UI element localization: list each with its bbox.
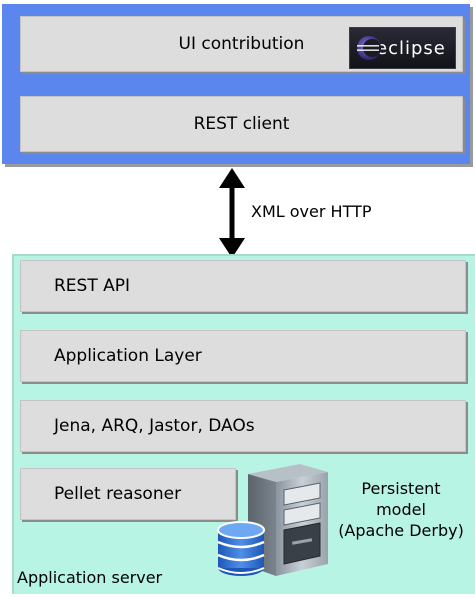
persistent-model-line2: model [376,500,426,519]
ui-contribution-label: UI contribution [178,33,305,54]
rest-client-layer: REST client [20,96,463,152]
persistent-model-line3: (Apache Derby) [338,521,464,540]
persistent-model-line1: Persistent [361,479,441,498]
rest-client-label: REST client [193,113,290,134]
rest-api-layer: REST API [20,260,466,312]
eclipse-logo-icon: eclipse [349,27,456,69]
application-layer-label: Application Layer [54,345,202,366]
application-server-label: Application server [17,568,163,587]
rest-api-label: REST API [54,275,131,296]
double-headed-arrow-icon [219,168,245,258]
jena-layer: Jena, ARQ, Jastor, DAOs [20,400,466,452]
pellet-reasoner-layer: Pellet reasoner [20,468,236,520]
database-server-icon [217,464,328,576]
eclipse-logo-text: eclipse [376,37,446,59]
jena-layer-label: Jena, ARQ, Jastor, DAOs [54,415,255,436]
application-layer: Application Layer [20,330,466,382]
pellet-reasoner-label: Pellet reasoner [54,483,182,504]
persistent-model-label: Persistent model (Apache Derby) [331,478,471,541]
eclipse-sphere-icon [357,36,381,60]
connection-label: XML over HTTP [251,202,372,221]
